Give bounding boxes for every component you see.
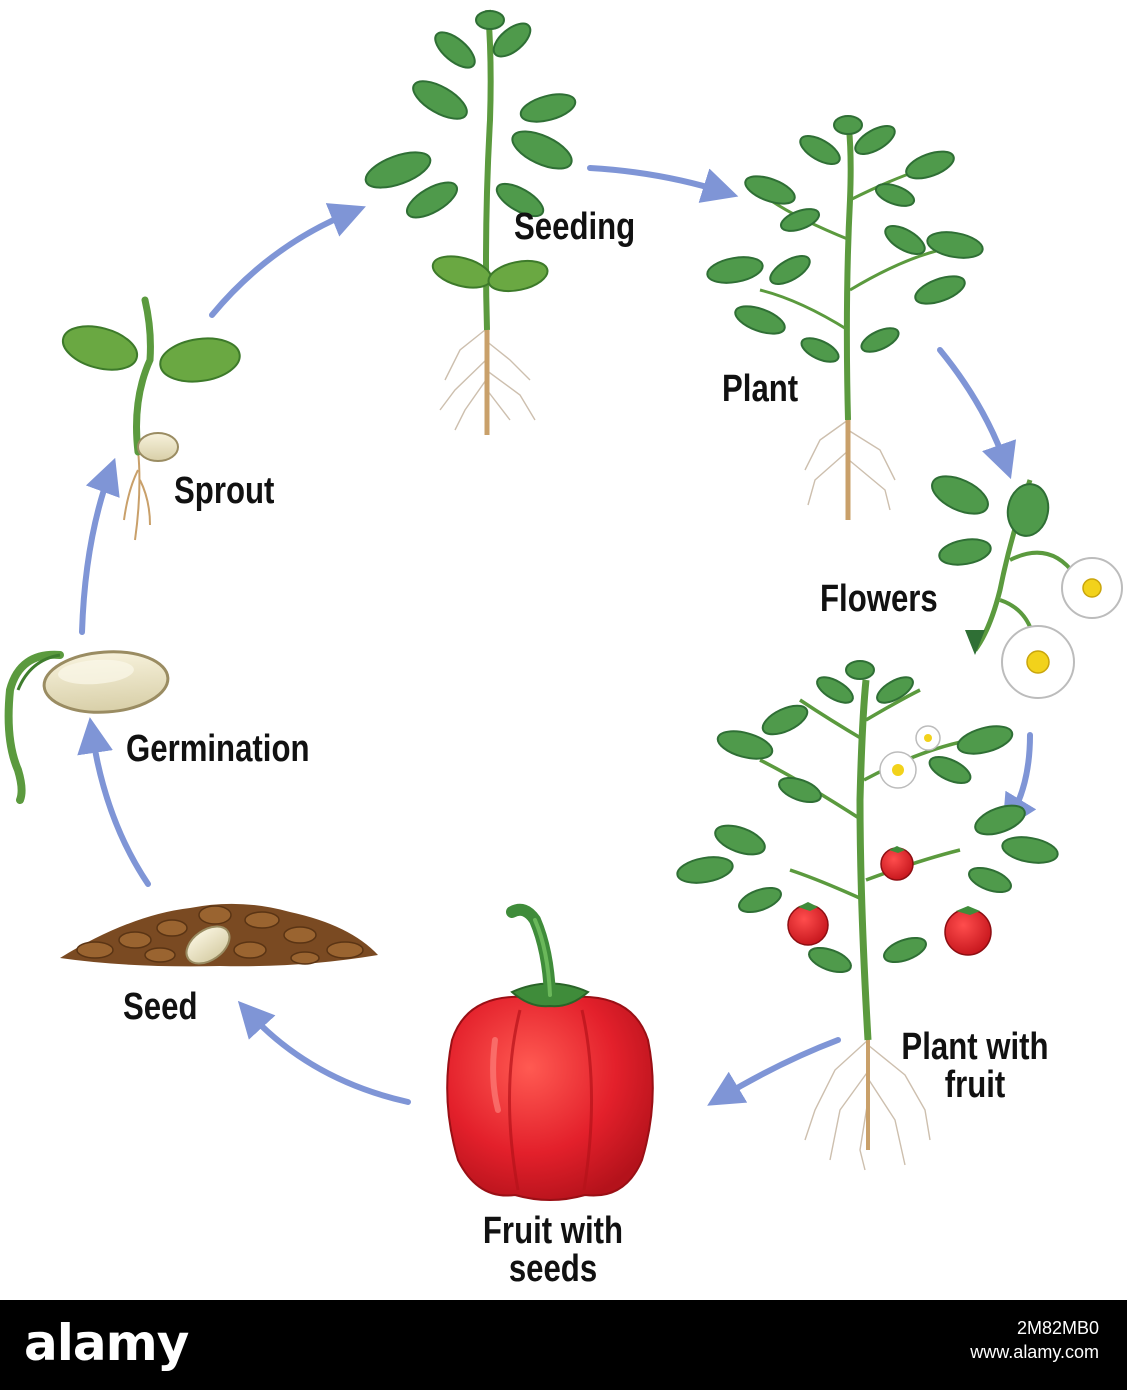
stage-label-flowers: Flowers [820,578,938,620]
fruit-with-seeds-illustration [446,903,654,1201]
image-id: 2M82MB0 [1016,1318,1099,1338]
stock-info: 2M82MB0 www.alamy.com [970,1316,1099,1365]
cycle-arrows [77,165,1037,1106]
stage-label-germination: Germination [126,728,310,770]
stage-label-fruit-with-seeds: Fruit with seeds [473,1212,634,1288]
stage-label-seed: Seed [123,986,198,1028]
arrow-seeding-to-plant [587,165,739,203]
life-cycle-artwork [4,9,1123,1201]
arrow-sprout-to-seeding [209,203,366,318]
seed-illustration [60,903,378,967]
plant-illustration [706,115,984,520]
stage-label-sprout: Sprout [174,470,275,512]
arrow-plant-to-flowers [937,347,1017,480]
germination-illustration [4,650,170,804]
flower-blossom [915,725,941,751]
sprout-illustration [61,296,241,541]
life-cycle-diagram: Seed Germination Sprout Seeding Plant Fl… [4,9,1123,1288]
stage-label-seeding: Seeding [514,206,636,248]
stage-label-line: Fruit with [482,1210,624,1252]
arrow-germination-to-sprout [79,457,120,635]
plant-with-fruit-illustration [676,660,1059,1171]
arrow-fruiting-to-fruit [707,1037,841,1106]
tomato-fruit [880,846,914,881]
flowers-illustration [931,475,1123,699]
flower-blossom [879,751,917,789]
arrow-seed-to-germination [77,717,151,887]
tomato-fruit [944,906,992,956]
arrow-fruit-to-seed [237,1000,411,1105]
flower-blossom [1001,625,1075,699]
stage-label-plant: Plant [722,368,799,410]
seeding-illustration [364,9,577,435]
brand-logo: alamy [24,1314,189,1372]
stage-label-line: seeds [508,1248,598,1290]
stage-label-line: fruit [944,1064,1006,1106]
flower-blossom [1061,557,1123,619]
stage-label-line: Plant with [901,1026,1049,1068]
stage-label-plant-with-fruit: Plant with fruit [889,1028,1061,1104]
stock-url[interactable]: www.alamy.com [970,1342,1099,1363]
stock-footer: alamy 2M82MB0 www.alamy.com [0,1300,1127,1390]
tomato-fruit [787,902,829,946]
